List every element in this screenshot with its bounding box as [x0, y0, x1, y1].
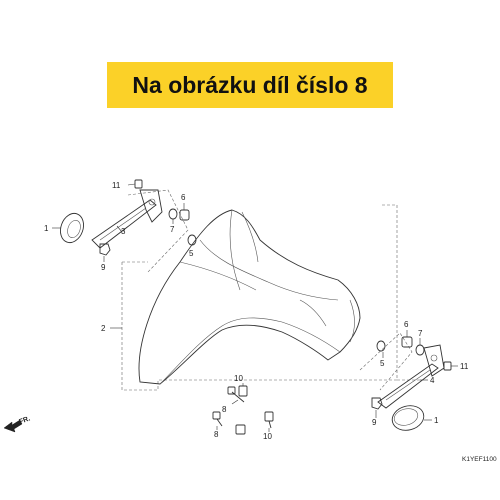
right-screw-11 [443, 361, 458, 371]
left-collar-6 [179, 203, 190, 221]
left-nut-9 [99, 243, 111, 262]
front-direction-arrow-icon [3, 419, 23, 433]
right-stay-bracket [377, 344, 445, 409]
right-reflector-disk [391, 405, 432, 431]
diagram-code: K1YEF1100 [462, 456, 497, 463]
highlight-banner: Na obrázku díl číslo 8 [107, 62, 393, 108]
assembly-outline [121, 204, 398, 391]
right-grommet-7 [415, 338, 425, 356]
right-nut-9 [371, 397, 383, 418]
callout-5-right: 5 [380, 359, 385, 368]
left-reflector-disk [52, 212, 84, 244]
callout-8-upper: 8 [222, 405, 227, 414]
callout-7-left: 7 [170, 225, 175, 234]
bolt-8-upper [227, 386, 245, 405]
callout-1-left: 1 [44, 224, 49, 233]
bolt-10-lower-left [235, 424, 246, 435]
left-grommet-7 [168, 208, 178, 224]
front-direction-label: FR. [18, 415, 31, 425]
callout-11-right: 11 [460, 362, 469, 371]
callout-11-left: 11 [112, 181, 121, 190]
callout-7-right: 7 [418, 329, 423, 338]
callout-8-lower: 8 [214, 430, 219, 439]
bolt-10-upper [238, 383, 248, 397]
front-fender [138, 209, 361, 385]
right-grommet-5 [376, 340, 386, 358]
bolt-8-lower [212, 411, 223, 430]
callout-2: 2 [101, 324, 106, 333]
left-guide-frame [127, 189, 189, 273]
callout-9-left: 9 [101, 263, 106, 272]
callout-10-lower: 10 [263, 432, 272, 441]
callout-6-left: 6 [181, 193, 186, 202]
bolt-10-lower-right [264, 411, 274, 432]
callout-9-right: 9 [372, 418, 377, 427]
callout-1-right: 1 [434, 416, 439, 425]
callout-5-left: 5 [189, 249, 194, 258]
left-screw-11 [127, 179, 143, 189]
callout-6-right: 6 [404, 320, 409, 329]
right-collar-6 [401, 330, 413, 348]
right-guide-frame [359, 332, 413, 391]
callout-10-upper: 10 [234, 374, 243, 383]
callout-3: 3 [121, 227, 126, 236]
callout-4: 4 [430, 376, 435, 385]
left-stay-bracket [91, 189, 163, 249]
left-grommet-5 [187, 234, 197, 246]
